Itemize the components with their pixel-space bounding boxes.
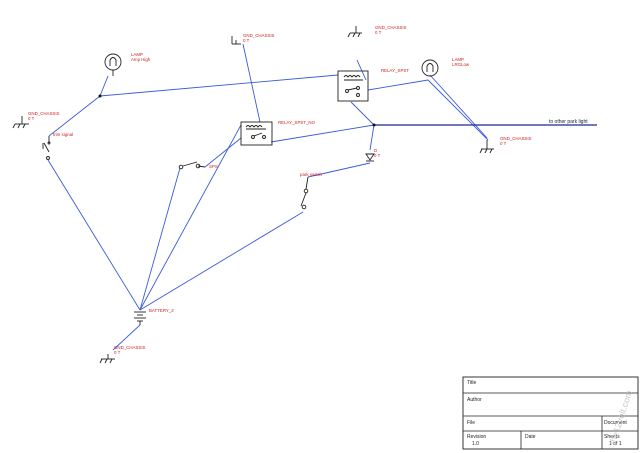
- tb-sheets-value: 1 of 1: [609, 441, 622, 447]
- title-block: Title Author File Document Revision 1.0 …: [462, 376, 639, 450]
- relay-spst-no-label: RELAY_SPST_NO: [278, 120, 316, 125]
- gnd-bottom-label: GND_CHASSIS: [114, 345, 146, 350]
- gnd-top-left-label: GND_CHASSIS: [28, 111, 60, 116]
- ground-right: GND_CHASSIS 0 T: [479, 136, 532, 154]
- tb-sheets: Sheets: [604, 434, 620, 440]
- lamp-1-sublabel: Amp High: [131, 57, 151, 62]
- battery: BATTERY_2: [134, 308, 174, 325]
- gnd-right-label: GND_CHASSIS: [500, 136, 532, 141]
- switch-sps-label: SPS: [209, 164, 218, 169]
- battery-label: BATTERY_2: [149, 308, 174, 313]
- ground-top-right: GND_CHASSIS 0 T: [347, 25, 407, 38]
- trim-signal-switch: trim signal: [42, 132, 73, 160]
- wires: [47, 43, 597, 351]
- lamp-2-label: LAMP: [452, 57, 464, 62]
- ground-top-left: GND_CHASSIS 0 T: [12, 111, 60, 129]
- tb-author: Author: [467, 397, 482, 403]
- park-switch-label: park switch: [300, 172, 323, 177]
- diode: D 0 T: [365, 148, 381, 162]
- relay-spst: RELAY_SPST: [337, 68, 409, 102]
- gnd-bottom-sublabel: 0 T: [114, 350, 121, 355]
- park-switch: park switch: [300, 172, 323, 210]
- gnd-top-mid-sublabel: 0 T: [243, 38, 250, 43]
- gnd-top-right-sublabel: 0 T: [375, 30, 382, 35]
- gnd-top-mid-label: GND_CHASSIS: [243, 33, 275, 38]
- lamp-2-sublabel: LRGLow: [452, 62, 470, 67]
- ground-bottom: GND_CHASSIS 0 T: [99, 345, 146, 364]
- tb-title: Title: [467, 380, 476, 386]
- lamp-1-label: LAMP: [131, 52, 143, 57]
- tb-revision: Revision: [467, 434, 486, 440]
- tb-file: File: [467, 420, 475, 426]
- switch-sps: SPS: [178, 161, 218, 170]
- lamp-2: LAMP LRGLow: [421, 57, 470, 77]
- watermark: the12volt.com: [607, 389, 634, 445]
- diode-sublabel: 0 T: [374, 153, 381, 158]
- gnd-top-right-label: GND_CHASSIS: [375, 25, 407, 30]
- relay-spst-label: RELAY_SPST: [381, 68, 409, 73]
- tb-document: Document: [604, 420, 627, 426]
- ground-top-mid: GND_CHASSIS 0 T: [231, 33, 275, 45]
- gnd-top-left-sublabel: 0 T: [28, 116, 35, 121]
- trim-signal-label: trim signal: [53, 132, 73, 137]
- gnd-right-sublabel: 0 T: [500, 141, 507, 146]
- relay-spst-no: RELAY_SPST_NO: [240, 120, 316, 146]
- diode-label: D: [374, 148, 377, 153]
- lamp-1: LAMP Amp High: [104, 52, 151, 76]
- tb-date: Date: [525, 434, 536, 440]
- park-light-net-label: to other park light: [549, 119, 588, 125]
- tb-revision-value: 1.0: [472, 441, 479, 447]
